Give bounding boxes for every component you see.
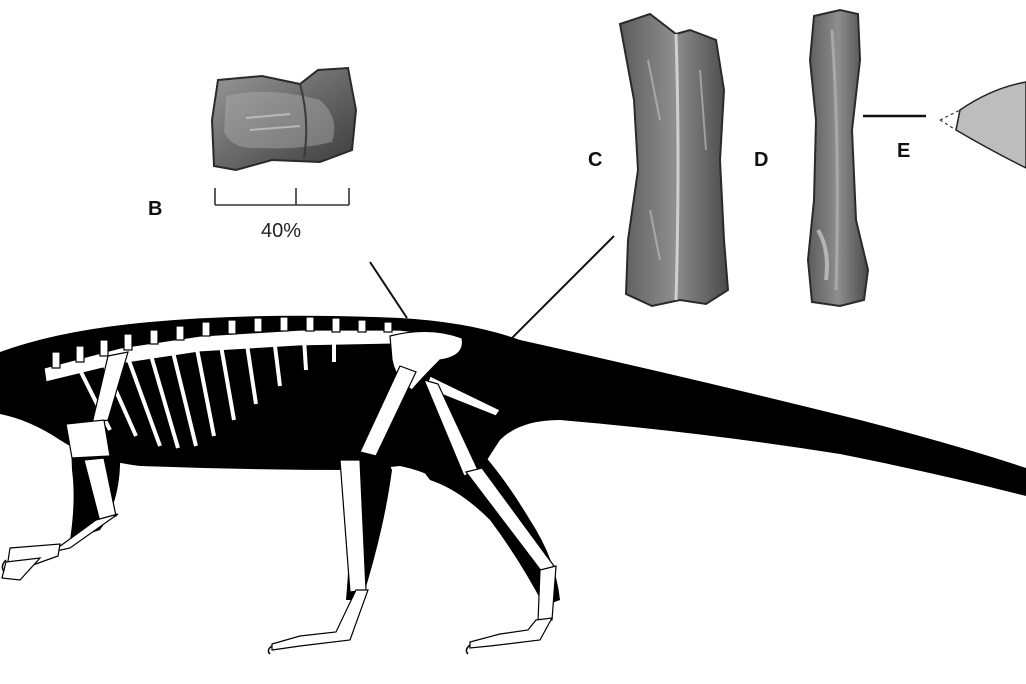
panel-label-c: C	[588, 149, 602, 171]
panel-label-d: D	[754, 149, 768, 171]
skeleton-overlay	[1, 316, 557, 651]
pointer-line-b	[369, 261, 408, 319]
vertebra-specimen	[210, 66, 358, 172]
neural-spines	[51, 316, 393, 369]
scale-bar	[214, 188, 350, 206]
panel-label-b: B	[148, 198, 162, 220]
long-bone-specimen-d	[806, 8, 870, 308]
skull-silhouette-e	[939, 81, 1026, 169]
claws	[1, 559, 471, 655]
scale-bar-label: 40%	[261, 220, 301, 242]
panel-label-e: E	[897, 140, 910, 162]
long-bone-specimen-c	[618, 12, 730, 308]
